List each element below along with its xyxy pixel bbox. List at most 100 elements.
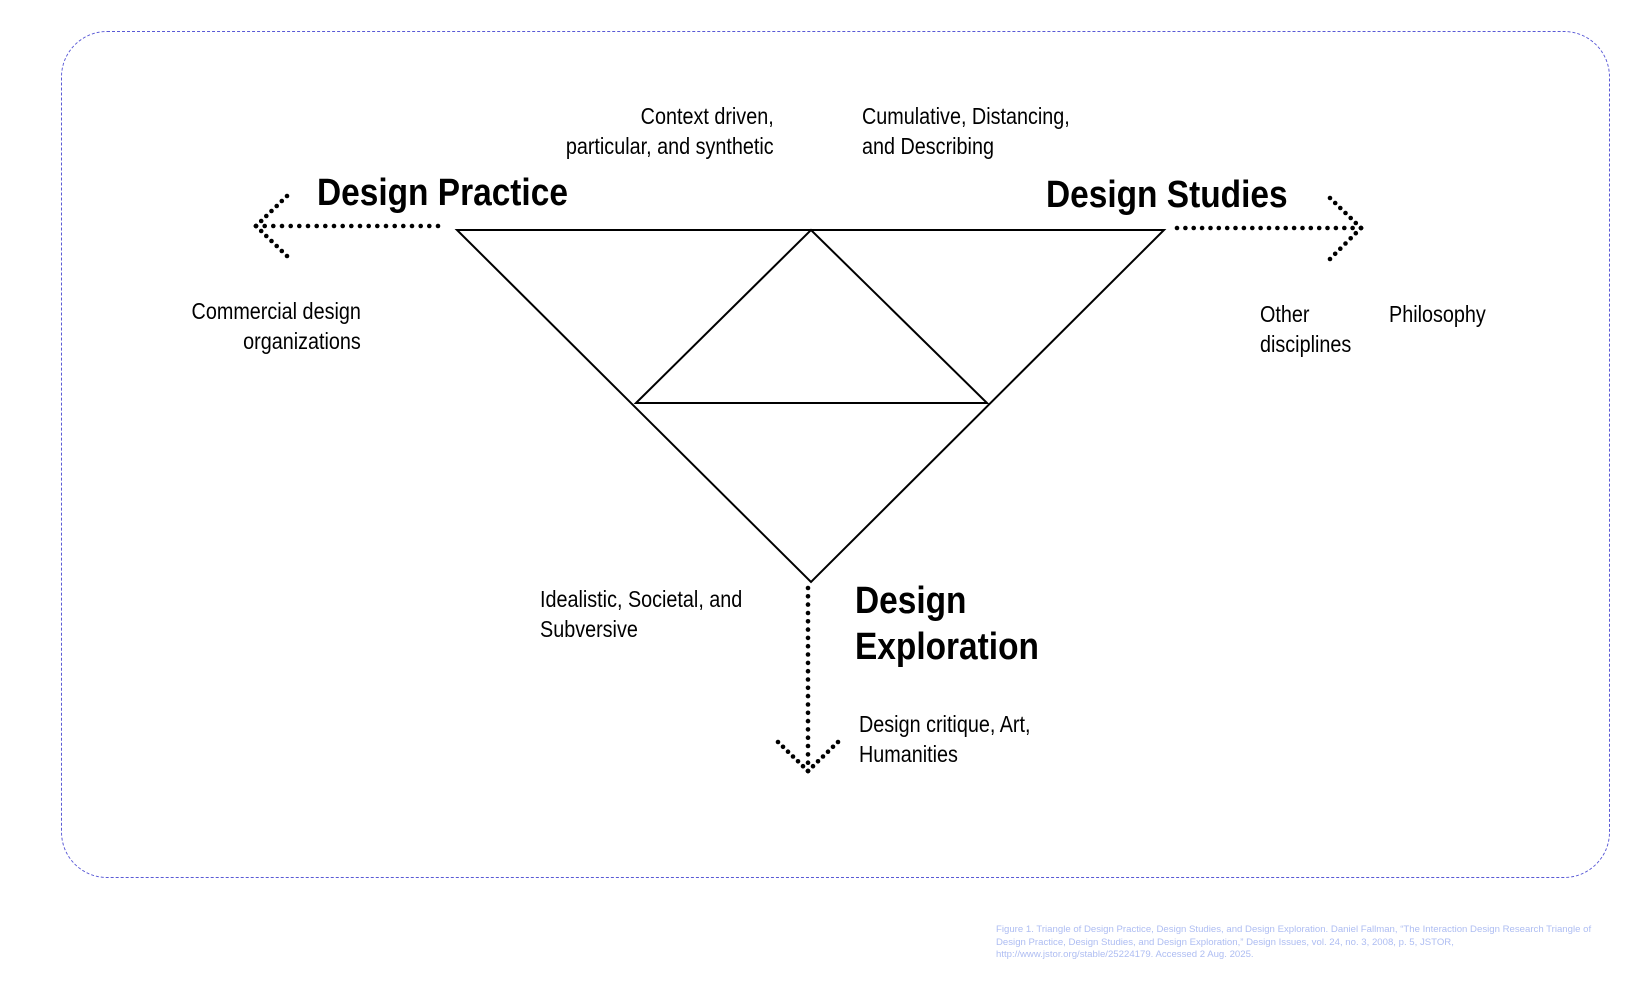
left-arrowhead-dot [253,223,259,229]
left-arrowhead-dot [258,218,264,224]
down-arrow-dot [805,619,811,624]
left-arrow-dot [401,223,406,229]
right-arrowhead-dot [1332,200,1338,206]
down-arrow-dot [805,627,811,632]
figure-caption: Figure 1. Triangle of Design Practice, D… [996,924,1592,960]
left-arrow-dot [392,223,398,229]
down-arrow-dot [805,635,811,641]
left-arrow-dot [349,223,354,229]
right-arrow-dot [1275,225,1280,231]
down-arrow-dot [805,652,811,657]
left-arrow-dot [288,223,294,229]
design-exploration-label-line2: Exploration [855,626,1039,668]
right-arrowhead-dot [1327,195,1333,201]
down-arrow-dot [805,727,811,732]
left-arrow-dot [357,223,363,229]
right-arrowhead-dot [1348,215,1353,221]
down-arrowhead-dot [835,739,841,745]
left-arrow-dot [279,223,285,229]
down-arrowhead-dot [785,749,791,754]
left-arrow-dot [375,223,380,229]
left-arrow-dot [383,223,389,229]
left-arrowhead-dot [264,213,269,219]
right-arrow-dot [1316,225,1322,231]
left-arrow-dot [427,223,432,229]
down-arrow-dot [805,668,811,674]
right-arrow-dot [1233,225,1238,231]
right-arrowhead-dot [1353,230,1359,236]
left-arrow-dot [366,223,372,229]
right-arrowhead-dot [1343,241,1348,246]
right-arrow-dot [1300,225,1305,231]
right-arrowhead-dot [1332,251,1338,257]
right-arrow-dot [1208,225,1213,231]
down-arrowhead-dot [775,739,781,745]
right-arrow-dot [1191,225,1196,231]
idealistic-label-line2: Subversive [540,616,638,642]
left-arrow-dot [262,223,268,229]
right-arrowhead-dot [1343,210,1348,216]
left-arrow-dot [271,223,276,229]
right-arrow-dot [1258,225,1263,231]
down-arrowhead-dot [805,768,811,774]
left-arrowhead-dot [284,193,290,199]
down-arrow-dot [805,752,811,757]
down-arrow-dot [805,685,811,691]
right-arrow-dot [1308,225,1314,231]
left-arrowhead-dot [274,243,280,249]
down-arrow-dot [805,660,811,666]
commercial-design-label-line2: organizations [243,328,361,354]
left-arrow-dot [418,223,424,229]
left-arrow-dot [297,223,302,229]
left-arrow-dot [435,223,441,229]
right-arrow-dot [1333,225,1339,231]
context-driven-label: Context driven, [640,103,774,129]
down-arrowhead-dot [825,749,831,754]
down-arrowhead-dot [810,763,816,769]
right-arrow-dot [1216,225,1222,231]
left-arrow-dot [323,223,328,229]
right-arrow-dot [1283,225,1288,231]
left-arrowhead-dot [269,238,274,244]
commercial-design-label: Commercial design [191,298,361,324]
down-arrow-dot [805,594,811,599]
down-arrow-dot [805,702,811,707]
down-arrowhead-dot [780,744,786,750]
down-arrow-dot [805,677,811,682]
down-arrowhead-dot [800,763,806,769]
right-arrow-dot [1325,225,1330,231]
philosophy-label: Philosophy [1389,301,1486,327]
down-arrow-dot [805,735,811,740]
left-arrowhead-dot [284,253,290,259]
design-studies-label: Design Studies [1046,174,1288,216]
down-arrowhead-dot [815,759,821,764]
cumulative-label: Cumulative, Distancing, [862,103,1070,129]
right-arrow-dot [1174,225,1180,231]
left-arrowhead-dot [258,228,264,234]
down-arrowhead-dot [795,759,801,764]
design-exploration-label-line1: Design [855,580,967,622]
left-arrowhead-dot [274,203,280,209]
idealistic-label: Idealistic, Societal, and [540,586,743,612]
down-arrowhead-dot [820,754,826,759]
right-arrow-dot [1224,225,1230,231]
left-arrow-dot [305,223,311,229]
right-arrow-dot [1342,225,1347,231]
context-driven-label-line2: particular, and synthetic [566,133,774,159]
diagram-frame [61,31,1610,878]
left-arrow-dot [340,223,346,229]
right-arrowhead-dot [1358,225,1364,231]
other-disciplines-label: Other [1260,301,1310,327]
design-critique-label-line2: Humanities [859,741,958,767]
right-arrowhead-dot [1327,256,1333,262]
down-arrowhead-dot [790,754,796,759]
right-arrowhead-dot [1338,205,1343,211]
outer-triangle [454,229,1167,584]
right-arrow-dot [1183,225,1188,231]
down-arrow-dot [805,643,811,649]
left-arrow-dot [409,223,415,229]
down-arrow-dot [805,718,811,724]
other-disciplines-label-line2: disciplines [1260,331,1352,357]
left-arrowhead-dot [279,248,285,254]
